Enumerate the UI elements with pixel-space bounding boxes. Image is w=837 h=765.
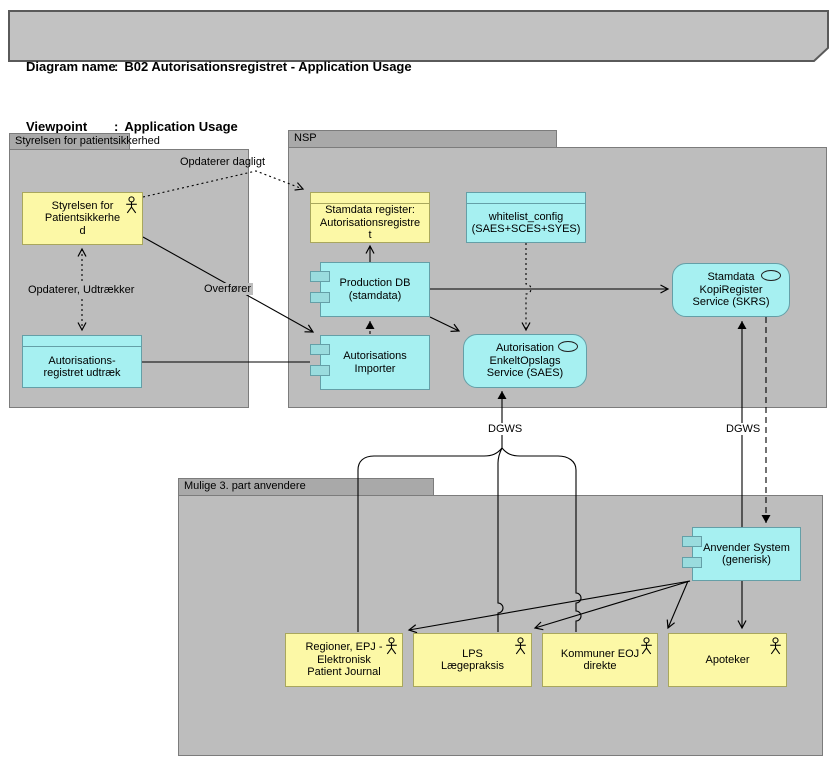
node-label: Elektronisk [317, 653, 371, 666]
service-icon [558, 341, 578, 352]
node-label: Autorisationsregistre [319, 216, 421, 229]
node-label: (SAES+SCES+SYES) [471, 223, 581, 235]
component-icon [310, 344, 330, 355]
node-label: Apoteker [705, 653, 750, 666]
component-icon [310, 365, 330, 376]
node-whitelist-config[interactable]: whitelist_config (SAES+SCES+SYES) [466, 192, 586, 243]
node-label: (stamdata) [348, 289, 402, 302]
edge-anvender-regioner[interactable] [407, 580, 691, 634]
node-label: Autorisation [495, 342, 555, 355]
component-icon [310, 271, 330, 282]
data-object-strip [23, 336, 141, 347]
edge-anvender-lps[interactable] [533, 580, 691, 631]
node-saes-service[interactable]: Autorisation EnkeltOpslags Service (SAES… [463, 334, 587, 388]
group-tab-nsp[interactable]: NSP [288, 130, 557, 148]
group-label: Styrelsen for patientsikkerhed [15, 135, 160, 147]
node-autorisations-importer[interactable]: Autorisations Importer [310, 335, 430, 390]
edge-whitelist-saes[interactable] [521, 243, 532, 332]
node-autorisationsregistret-udtraek[interactable]: Autorisations- registret udtræk [22, 335, 142, 388]
node-label: Patientsikkerhe [44, 212, 121, 225]
actor-icon [126, 196, 137, 214]
note-value: Application Usage [124, 119, 238, 134]
data-object-strip [311, 193, 429, 204]
node-label: Lægepraksis [441, 660, 504, 672]
node-production-db[interactable]: Production DB (stamdata) [310, 262, 430, 317]
node-label: KopiRegister [699, 283, 763, 296]
note-row-diagram-name: Diagram name:B02 Autorisationsregistret … [26, 57, 412, 77]
node-label: (generisk) [722, 554, 771, 566]
node-label: Production DB [339, 277, 411, 289]
note-shape [8, 10, 829, 62]
node-label: Autorisations- [48, 354, 116, 367]
node-lps[interactable]: LPS Lægepraksis [413, 633, 532, 687]
node-label: LPS [462, 647, 483, 660]
node-label: EnkeltOpslags [489, 354, 561, 367]
edge-anvender-kommuner[interactable] [666, 580, 689, 630]
label-opdaterer-dagligt: Opdaterer dagligt [180, 156, 265, 168]
node-label: Service (SAES) [486, 367, 564, 380]
node-label: Regioner, EPJ - [305, 641, 383, 654]
actor-icon [386, 637, 397, 655]
component-icon [682, 557, 702, 568]
note-value: B02 Autorisationsregistret - Application… [124, 59, 412, 74]
node-label: Service (SKRS) [692, 296, 770, 309]
node-label: Importer [354, 362, 396, 375]
node-label: Stamdata [707, 271, 755, 284]
node-label: registret udtræk [43, 367, 121, 379]
edge-dgws-branch-lps[interactable] [497, 447, 504, 632]
node-label: direkte [583, 660, 617, 672]
label-opdaterer-udtraekker: Opdaterer, Udtrækker [26, 284, 137, 296]
node-label: Kommuner EOJ [560, 647, 640, 660]
node-stamdata-register[interactable]: Stamdata register: Autorisationsregistre… [310, 192, 430, 243]
actor-icon [641, 637, 652, 655]
label-dgws-left: DGWS [486, 423, 525, 435]
group-tab-styrelsen[interactable]: Styrelsen for patientsikkerhed [9, 133, 160, 150]
note-label: Viewpoint [26, 119, 88, 134]
node-label: Styrelsen for [51, 199, 114, 212]
group-label: NSP [294, 132, 317, 144]
group-label: Mulige 3. part anvendere [184, 480, 306, 492]
node-label: d [79, 224, 86, 237]
node-label: Autorisations [343, 350, 407, 362]
node-regioner-epj[interactable]: Regioner, EPJ - Elektronisk Patient Jour… [285, 633, 403, 687]
label-dgws-right: DGWS [724, 423, 763, 435]
edge-opdaterer-dagligt[interactable] [142, 170, 305, 198]
data-object-strip [467, 193, 585, 204]
group-tab-mulige[interactable]: Mulige 3. part anvendere [178, 478, 434, 496]
note-text: Diagram name:B02 Autorisationsregistret … [26, 17, 412, 177]
node-styrelsen-actor[interactable]: Styrelsen for Patientsikkerhe d [22, 192, 143, 245]
title-note: Diagram name:B02 Autorisationsregistret … [8, 10, 829, 134]
node-label: Stamdata register: [325, 204, 415, 217]
actor-icon [515, 637, 526, 655]
label-overfoerer: Overfører [202, 283, 254, 295]
note-row-viewpoint: Viewpoint:Application Usage [26, 117, 412, 137]
service-icon [761, 270, 781, 281]
node-label: Anvender System [703, 541, 790, 554]
component-icon [310, 292, 330, 303]
node-apoteker[interactable]: Apoteker [668, 633, 787, 687]
actor-icon [770, 637, 781, 655]
node-label: t [368, 229, 372, 242]
edge-dgws-branch-regioner[interactable] [357, 447, 503, 632]
node-kommuner-eoj[interactable]: Kommuner EOJ direkte [542, 633, 658, 687]
node-label: Patient Journal [307, 666, 381, 679]
note-label: Diagram name [26, 59, 116, 74]
edge-proddb-saes[interactable] [429, 316, 461, 332]
component-icon [682, 536, 702, 547]
node-skrs-service[interactable]: Stamdata KopiRegister Service (SKRS) [672, 263, 790, 317]
node-label: whitelist_config [488, 210, 564, 223]
node-anvender-system[interactable]: Anvender System (generisk) [682, 527, 801, 581]
